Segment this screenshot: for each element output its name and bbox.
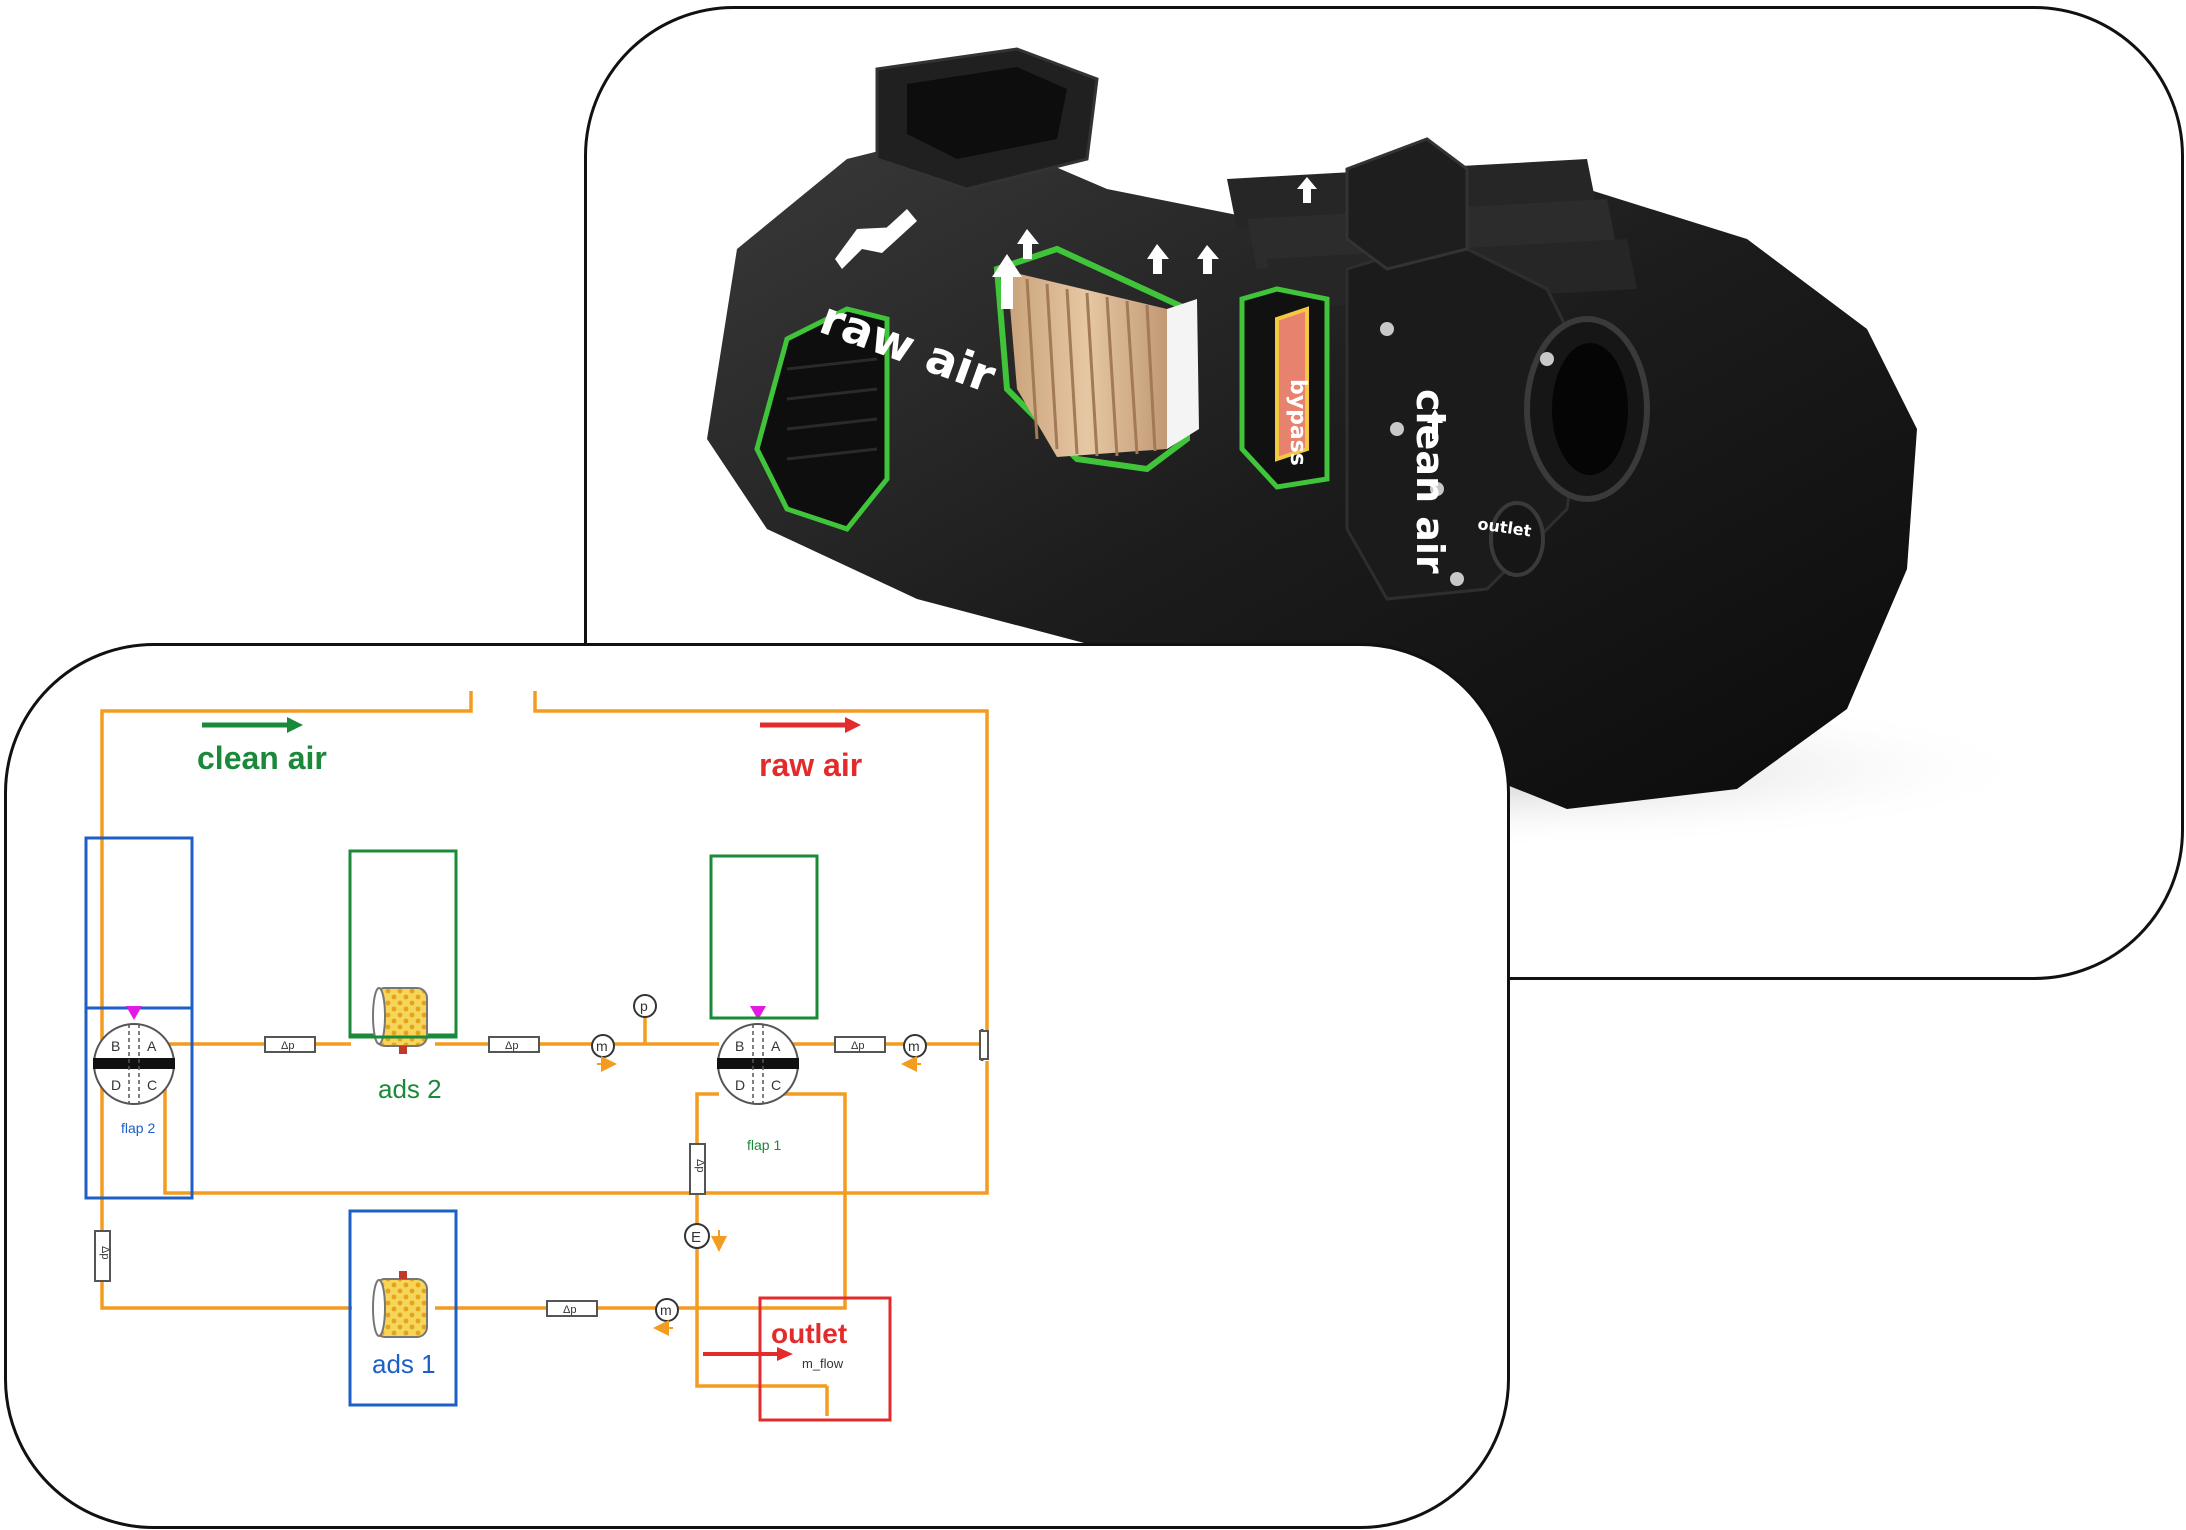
ads1-frame [348,1209,458,1407]
svg-text:E: E [691,1229,701,1246]
schematic-outlet-label: outlet [771,1318,847,1349]
filter-pleats [1025,278,1157,457]
dp-element-2: Δp [488,1036,540,1053]
flap2-actuator-marker [126,1006,142,1020]
ads2-label: ads 2 [378,1074,442,1104]
bypass-element [1275,306,1309,462]
ads2-adsorber [372,987,428,1054]
clean-air-indicator [202,717,303,733]
t-junction [979,1029,989,1061]
connector-plug [1345,137,1469,271]
svg-text:m: m [660,1302,672,1318]
small-outlet-pipe [1489,501,1545,577]
dp-element-4: Δp [546,1300,598,1317]
housing-screws [1380,322,1554,586]
photo-clean-air-label: clean air [1408,389,1452,574]
flap1-valve: B A D C [717,1006,799,1105]
pipe-network [100,691,989,1416]
mflow-sensor-2: m [901,1034,927,1072]
clean-air-arrow-icon [1427,409,1443,439]
schematic-diagram: clean air raw air B A D C flap 2 Δp [84,691,989,1422]
dp-element-vertical-2: Δp [94,1230,111,1282]
flap2-port-a: A [147,1038,157,1054]
flap2-label: flap 2 [121,1120,155,1136]
dp-element-1: Δp [264,1036,316,1053]
energy-sensor: E [684,1223,727,1252]
raw-air-indicator [760,717,861,733]
ads1-adsorber [372,1271,428,1338]
flap1-port-c: C [771,1077,781,1093]
svg-text:Δp: Δp [281,1040,294,1052]
dp-element-3: Δp [834,1036,886,1053]
svg-text:p: p [640,998,648,1014]
flap2-valve: B A D C [93,1006,175,1105]
flap1-port-b: B [735,1038,744,1054]
photo-bypass-label: bypass [1285,379,1310,466]
mflow-sensor-1: m [591,1034,617,1072]
ads1-label: ads 1 [372,1349,436,1379]
svg-text:Δp: Δp [99,1246,111,1259]
svg-text:m: m [908,1038,920,1054]
svg-text:Δp: Δp [851,1040,864,1052]
raw-air-arrow-icon [835,209,917,269]
mflow-sensor-3: m [653,1298,679,1336]
outlet-inflow-arrow [703,1347,793,1361]
flap1-port-a: A [771,1038,781,1054]
flap1-box [709,854,819,1020]
schematic-raw-air-label: raw air [759,747,862,783]
main-filter-outline [993,245,1190,473]
schematic-clean-air-label: clean air [197,740,327,776]
dp-element-vertical-1: Δp [689,1143,706,1195]
raw-air-chamber-outline [754,306,890,532]
flap2-port-d: D [111,1077,121,1093]
flap2-port-b: B [111,1038,120,1054]
m-flow-label: m_flow [802,1356,844,1371]
svg-text:Δp: Δp [505,1040,518,1052]
svg-text:Δp: Δp [563,1304,576,1316]
flap1-actuator-marker [750,1006,766,1020]
ads2-box [348,849,458,1039]
flap1-label: flap 1 [747,1137,781,1153]
svg-text:m: m [596,1038,608,1054]
flap1-port-d: D [735,1077,745,1093]
flap2-box [84,836,194,1200]
outlet-frame [758,1296,892,1422]
flow-arrows [992,149,1317,309]
pressure-sensor: p [633,994,657,1018]
svg-text:Δp: Δp [694,1159,706,1172]
flap2-port-c: C [147,1077,157,1093]
simulation-schematic-panel: clean air raw air B A D C flap 2 Δp [4,643,1510,1529]
